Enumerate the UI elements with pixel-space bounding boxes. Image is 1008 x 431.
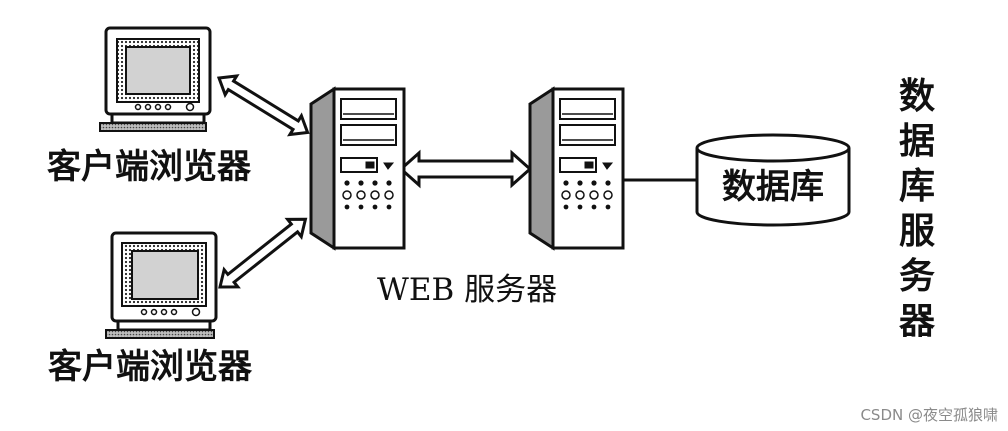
client-label-bottom: 客户端浏览器	[48, 347, 253, 387]
database-cylinder-icon	[695, 133, 851, 227]
monitor-screen	[125, 46, 191, 95]
watermark: CSDN @夜空孤狼啸	[860, 406, 998, 424]
database-server-label-char: 数	[899, 76, 935, 117]
bidirectional-arrow-middle	[398, 149, 533, 189]
database-server-label-char: 库	[899, 166, 935, 207]
client-computer-top	[99, 26, 212, 132]
drive-bay-1	[559, 98, 616, 120]
database-server-label-char: 务	[899, 256, 935, 297]
bidirectional-arrow-bottom	[218, 217, 308, 289]
database-server-label-char: 服	[899, 211, 935, 252]
tower-side	[528, 86, 555, 251]
database-server-label: 数 据 库 服 务 器	[899, 76, 936, 342]
drive-bay-2	[340, 124, 397, 146]
drive-bay-2	[559, 124, 616, 146]
database-server-label-char: 据	[899, 121, 935, 162]
keyboard	[99, 122, 207, 132]
tower-side	[309, 86, 336, 251]
web-server-label: WEB 服务器	[377, 272, 557, 308]
bidirectional-arrow-top	[216, 74, 310, 137]
database-server-label-char: 器	[899, 301, 936, 342]
drive-bay-1	[340, 98, 397, 120]
web-server-tower	[309, 86, 406, 251]
client-computer-bottom	[105, 231, 218, 339]
monitor-screen	[131, 250, 199, 300]
monitor-stand	[110, 112, 206, 125]
keyboard	[105, 329, 215, 339]
database-server-tower	[528, 86, 625, 251]
client-label-top: 客户端浏览器	[47, 147, 252, 187]
monitor-stand	[116, 319, 212, 332]
database-label: 数据库	[722, 167, 824, 207]
